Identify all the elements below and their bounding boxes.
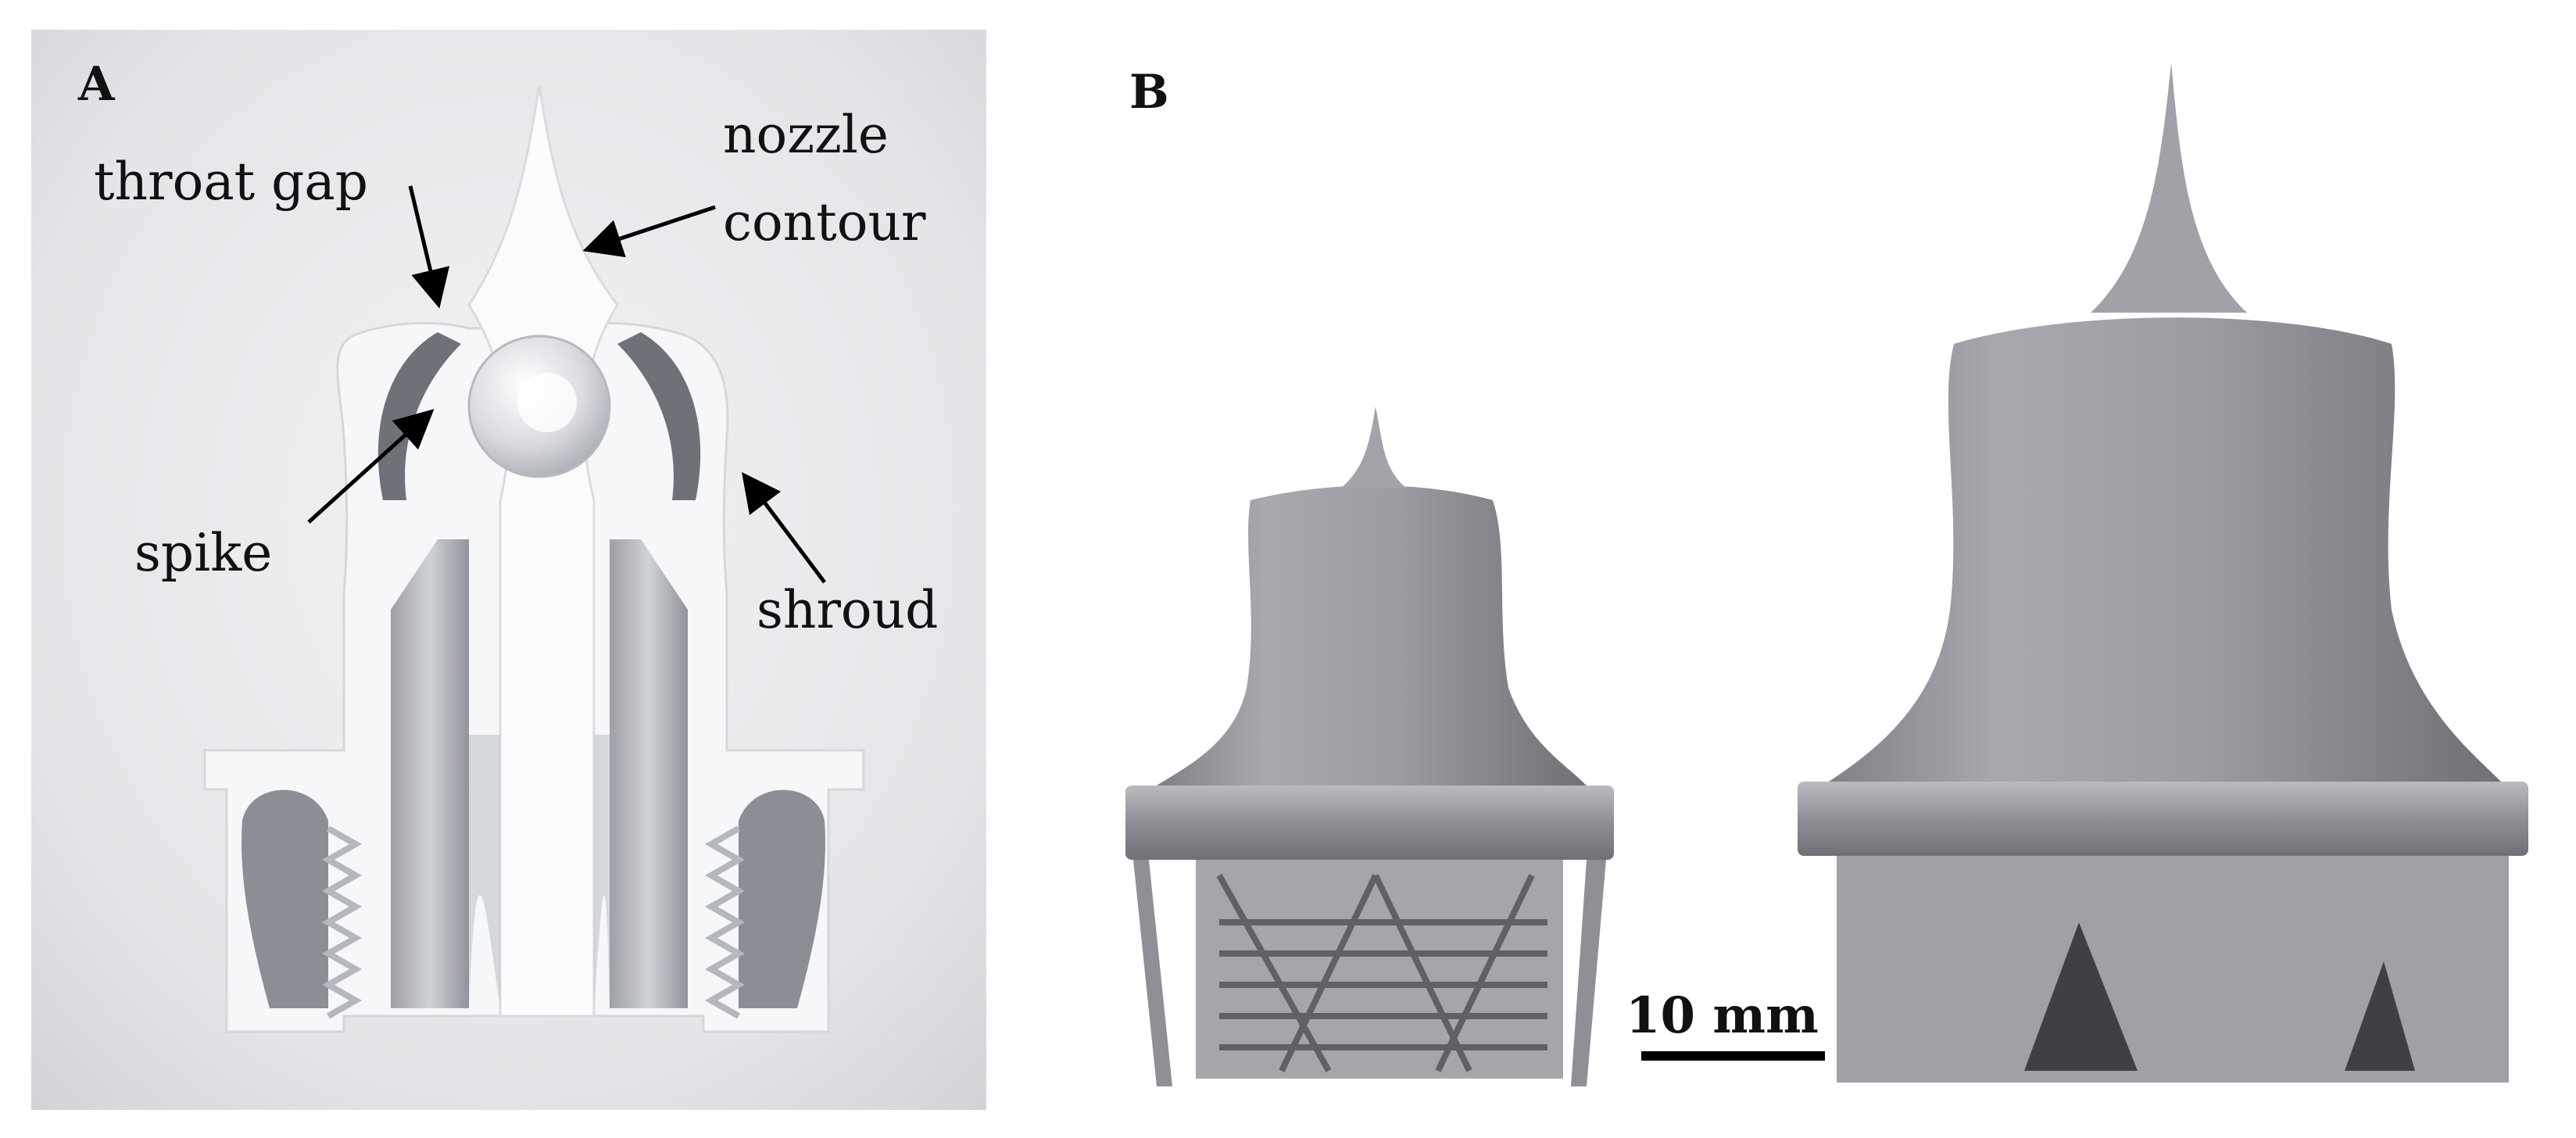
right-inner-channel bbox=[610, 539, 688, 1008]
shroud-arrow bbox=[741, 472, 826, 584]
nozzle-contour-label-line1: nozzle bbox=[723, 105, 889, 165]
central-channel-left bbox=[469, 735, 500, 1008]
nozzle-contour-label-line2: contour bbox=[723, 192, 926, 252]
scale-bar-label: 10 mm bbox=[1626, 986, 1819, 1045]
large-base-ring bbox=[1798, 782, 2528, 856]
right-threads bbox=[704, 825, 746, 1019]
nozzle-contour-arrow bbox=[582, 205, 716, 258]
scale-bar-line bbox=[1641, 1051, 1825, 1061]
large-spike-tip bbox=[2091, 63, 2247, 313]
panel-b-letter: B bbox=[1129, 65, 1169, 120]
small-lattice-body bbox=[1196, 860, 1563, 1079]
spike-arrow bbox=[307, 409, 435, 524]
small-bell-body bbox=[1157, 485, 1587, 786]
left-inner-channel bbox=[391, 539, 469, 1008]
panel-a-letter: A bbox=[78, 57, 115, 112]
ball-highlight bbox=[517, 373, 577, 432]
throat-gap-arrow bbox=[408, 185, 450, 309]
right-shroud-cavity bbox=[617, 332, 701, 500]
spike-label: spike bbox=[134, 523, 273, 583]
left-shroud-cavity bbox=[377, 332, 461, 500]
left-threaded-pocket bbox=[242, 789, 328, 1008]
shroud-label: shroud bbox=[757, 580, 939, 640]
nozzle-cross-section bbox=[203, 85, 865, 1033]
large-bell-body bbox=[1829, 317, 2501, 782]
small-spike-tip bbox=[1340, 406, 1407, 488]
small-base-ring bbox=[1125, 786, 1614, 860]
left-threads bbox=[321, 825, 363, 1019]
large-printed-nozzle bbox=[1798, 63, 2528, 1083]
large-lattice-window-left bbox=[2024, 922, 2138, 1071]
large-lattice-window-right bbox=[2345, 961, 2415, 1071]
small-lattice-lines bbox=[1216, 874, 1547, 1072]
small-printed-nozzle bbox=[1125, 406, 1614, 1086]
throat-gap-label: throat gap bbox=[94, 152, 369, 212]
right-threaded-pocket bbox=[739, 789, 825, 1008]
spike-body bbox=[467, 85, 619, 1018]
central-channel-right bbox=[594, 735, 610, 1008]
callout-arrows bbox=[307, 185, 826, 584]
